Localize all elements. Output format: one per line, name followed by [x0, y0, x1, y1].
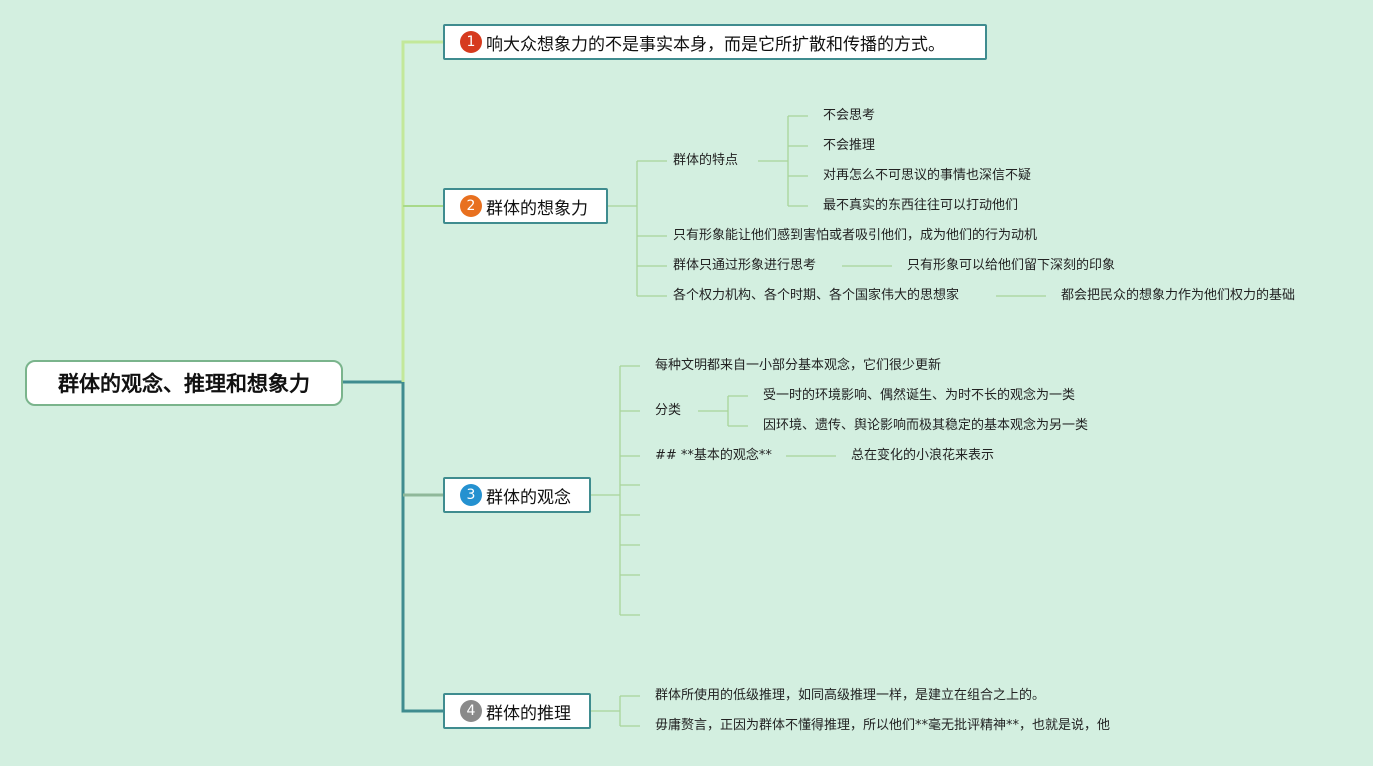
subtopic-reasoning-item[interactable]: 群体所使用的低级推理，如同高级推理一样，是建立在组合之上的。 [655, 688, 1046, 703]
subtopic-reasoning-item[interactable]: 毋庸赘言，正因为群体不懂得推理，所以他们**毫无批评精神**，也就是说，他 [655, 718, 1111, 733]
branch-3-label: 群体的观念 [486, 487, 571, 508]
branch-2-label: 群体的想象力 [486, 198, 588, 219]
branch-3-topic[interactable]: 3 群体的观念 [443, 477, 591, 513]
subtopic-thinkers-child[interactable]: 都会把民众的想象力作为他们权力的基础 [1061, 288, 1296, 303]
subtopic-trait-item[interactable]: 对再怎么不可思议的事情也深信不疑 [823, 168, 1032, 183]
subtopic-think-by-image[interactable]: 群体只通过形象进行思考 [673, 258, 817, 273]
branch-4-label: 群体的推理 [486, 703, 571, 724]
subtopic-classify[interactable]: 分类 [655, 403, 682, 418]
branch-2-topic[interactable]: 2 群体的想象力 [443, 188, 608, 224]
number-2-icon: 2 [460, 195, 482, 217]
number-1-icon: 1 [460, 31, 482, 53]
root-topic[interactable]: 群体的观念、推理和想象力 [25, 360, 343, 406]
subtopic-civilization[interactable]: 每种文明都来自一小部分基本观念，它们很少更新 [655, 358, 942, 373]
subtopic-basic-idea-child[interactable]: 总在变化的小浪花来表示 [851, 448, 995, 463]
subtopic-trait-item[interactable]: 最不真实的东西往往可以打动他们 [823, 198, 1019, 213]
subtopic-trait[interactable]: 群体的特点 [673, 153, 739, 168]
subtopic-think-by-image-child[interactable]: 只有形象可以给他们留下深刻的印象 [907, 258, 1116, 273]
subtopic-basic-idea[interactable]: ## **基本的观念** [655, 448, 772, 463]
number-4-icon: 4 [460, 700, 482, 722]
subtopic-trait-item[interactable]: 不会思考 [823, 108, 876, 123]
number-3-icon: 3 [460, 484, 482, 506]
branch-1-topic[interactable]: 1 响大众想象力的不是事实本身，而是它所扩散和传播的方式。 [443, 24, 987, 60]
subtopic-classify-item[interactable]: 因环境、遗传、舆论影响而极其稳定的基本观念为另一类 [763, 418, 1089, 433]
branch-1-label: 响大众想象力的不是事实本身，而是它所扩散和传播的方式。 [486, 34, 945, 55]
subtopic-classify-item[interactable]: 受一时的环境影响、偶然诞生、为时不长的观念为一类 [763, 388, 1076, 403]
subtopic-trait-item[interactable]: 不会推理 [823, 138, 876, 153]
subtopic-image-motive[interactable]: 只有形象能让他们感到害怕或者吸引他们，成为他们的行为动机 [673, 228, 1038, 243]
branch-4-topic[interactable]: 4 群体的推理 [443, 693, 591, 729]
subtopic-thinkers[interactable]: 各个权力机构、各个时期、各个国家伟大的思想家 [673, 288, 960, 303]
